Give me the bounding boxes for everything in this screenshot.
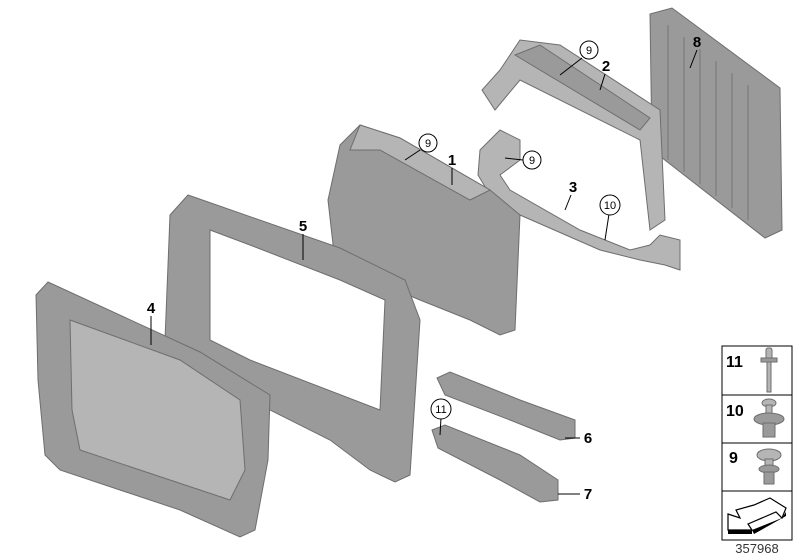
callout-6: 6 xyxy=(584,430,592,447)
svg-text:9: 9 xyxy=(529,155,535,167)
svg-text:9: 9 xyxy=(729,450,738,467)
callout-9b: 9 xyxy=(418,133,438,153)
callout-2: 2 xyxy=(602,58,610,75)
svg-text:9: 9 xyxy=(425,138,431,150)
fastener-legend: 11 10 9 xyxy=(721,345,793,541)
svg-text:2: 2 xyxy=(602,58,610,75)
callout-3: 3 xyxy=(569,179,577,196)
leader-lines xyxy=(150,49,698,495)
svg-text:8: 8 xyxy=(693,34,701,51)
callout-10: 10 xyxy=(599,194,621,216)
callout-9c: 9 xyxy=(522,150,542,170)
front-arrow-icon xyxy=(727,497,787,534)
svg-text:3: 3 xyxy=(569,179,577,196)
callout-8: 8 xyxy=(693,34,701,51)
part-2-bracket xyxy=(481,39,666,231)
callout-1: 1 xyxy=(448,152,456,169)
callout-7: 7 xyxy=(584,486,592,503)
svg-text:7: 7 xyxy=(584,486,592,503)
part-4-panel xyxy=(35,281,271,538)
push-clip-icon xyxy=(756,448,782,485)
svg-text:11: 11 xyxy=(726,354,743,371)
image-number: 357968 xyxy=(735,541,778,556)
callout-9a: 9 xyxy=(579,40,599,60)
svg-text:10: 10 xyxy=(726,403,744,420)
svg-text:10: 10 xyxy=(604,200,616,212)
callout-4: 4 xyxy=(147,300,156,317)
svg-text:11: 11 xyxy=(435,404,446,416)
callout-11: 11 xyxy=(430,398,452,420)
part-7-rail xyxy=(431,424,559,503)
expanding-rivet-icon xyxy=(753,398,785,438)
svg-text:1: 1 xyxy=(448,152,456,169)
part-8-panel xyxy=(649,7,783,239)
rivet-icon xyxy=(760,347,778,393)
svg-text:5: 5 xyxy=(299,218,307,235)
svg-text:9: 9 xyxy=(586,45,592,57)
svg-text:6: 6 xyxy=(584,430,592,447)
callout-5: 5 xyxy=(299,218,307,235)
svg-text:4: 4 xyxy=(147,300,156,317)
